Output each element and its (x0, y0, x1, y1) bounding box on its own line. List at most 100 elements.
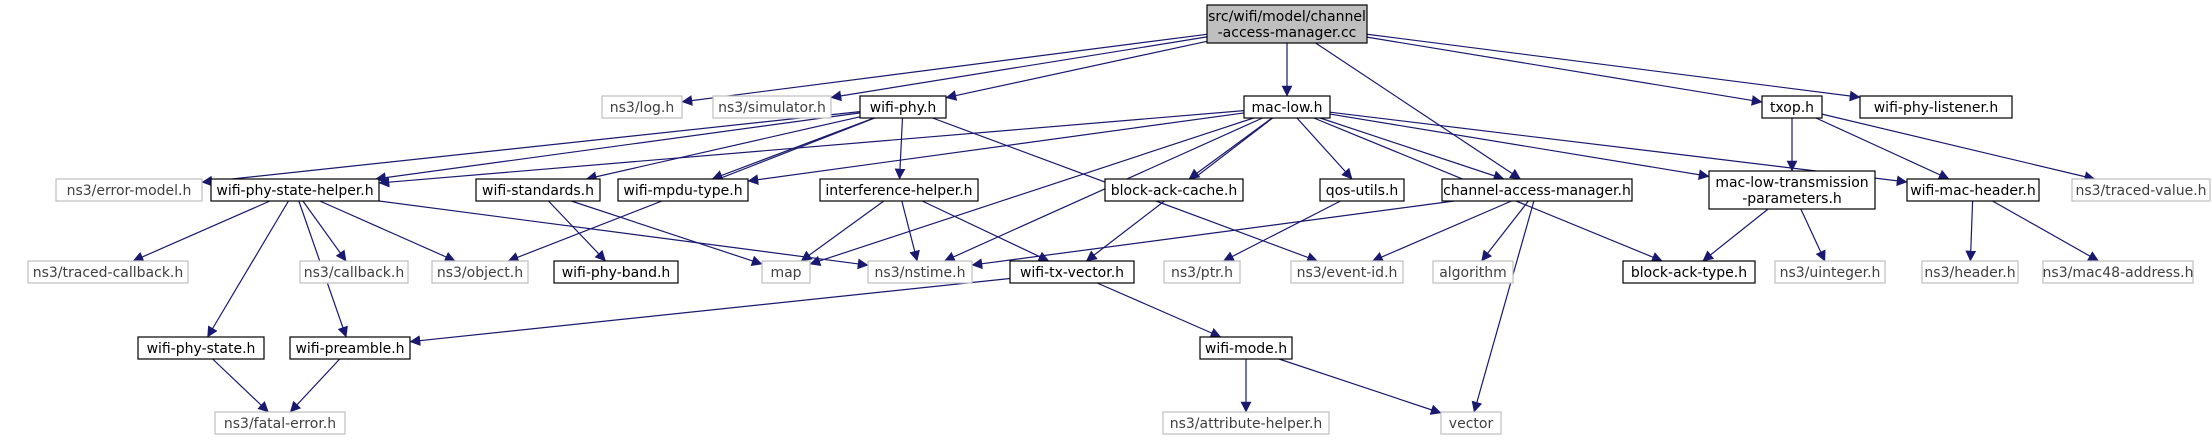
dependency-edge-interference-to-txvector (921, 200, 1050, 262)
graph-node-macheader[interactable]: wifi-mac-header.h (1906, 178, 2040, 202)
graph-node-wifiphy[interactable]: wifi-phy.h (859, 95, 947, 119)
node-box (2042, 260, 2194, 284)
node-box (1761, 95, 1823, 119)
dependency-edge-interference-to-map (800, 200, 885, 262)
dependency-edge-root-to-log (681, 33, 1208, 106)
node-box (137, 336, 265, 360)
dependency-edge-maclow-to-cam (1319, 117, 1505, 181)
dependency-edge-root-to-cam (1315, 42, 1521, 180)
node-box (1622, 260, 1756, 284)
node-label: -access-manager.cc (1218, 25, 1357, 41)
node-box (1774, 260, 1886, 284)
node-label: algorithm (1439, 265, 1507, 281)
node-label: ns3/traced-value.h (2075, 183, 2206, 199)
graph-node-mpdutype[interactable]: wifi-mpdu-type.h (617, 178, 749, 202)
graph-node-txparams[interactable]: mac-low-transmission-parameters.h (1708, 170, 1876, 210)
node-label: wifi-phy-listener.h (1874, 100, 1999, 116)
dependency-edge-cam-to-eventid (1371, 200, 1512, 262)
graph-node-statehelper[interactable]: wifi-phy-state-helper.h (210, 178, 380, 202)
node-box (617, 178, 749, 202)
dependency-edge-txvector-to-preamble (409, 277, 1011, 346)
node-box (1206, 4, 1368, 44)
dependency-edge-wifiphy-to-interference (894, 117, 906, 180)
node-label: interference-helper.h (825, 183, 972, 199)
node-box (1859, 95, 2013, 119)
dependency-edge-txop-to-macheader (1815, 117, 1950, 180)
dependency-edge-maclow-to-map (809, 117, 1254, 267)
dependency-edge-root-to-listener (1366, 33, 1861, 102)
node-box (1440, 411, 1502, 435)
graph-node-wifimode[interactable]: wifi-mode.h (1199, 336, 1293, 360)
dependency-edge-statehelper-to-callback (302, 200, 347, 262)
graph-node-fatalerror: ns3/fatal-error.h (214, 411, 346, 435)
node-label: qos-utils.h (1326, 183, 1399, 199)
graph-node-phystate[interactable]: wifi-phy-state.h (137, 336, 265, 360)
node-label: wifi-phy-state.h (147, 341, 256, 357)
node-box (1319, 178, 1405, 202)
graph-node-ptr: ns3/ptr.h (1163, 260, 1241, 284)
graph-node-blockackcache[interactable]: block-ack-cache.h (1104, 178, 1244, 202)
node-box (1243, 95, 1331, 119)
graph-node-nstime: ns3/nstime.h (867, 260, 973, 284)
node-label: block-ack-type.h (1631, 265, 1747, 281)
node-box (289, 336, 411, 360)
dependency-edge-macheader-to-header (1965, 200, 1977, 262)
node-box (299, 260, 409, 284)
node-label: ns3/callback.h (304, 265, 404, 281)
node-box (761, 260, 811, 284)
node-box (214, 411, 346, 435)
node-label: wifi-tx-vector.h (1020, 265, 1124, 281)
node-label: ns3/error-model.h (67, 183, 192, 199)
dependency-edge-qosutils-to-ptr (1222, 200, 1341, 262)
graph-node-preamble[interactable]: wifi-preamble.h (289, 336, 411, 360)
node-box (55, 178, 203, 202)
dependency-edge-maclow-to-txparams (1329, 113, 1710, 181)
graph-node-qosutils[interactable]: qos-utils.h (1319, 178, 1405, 202)
node-box (553, 260, 679, 284)
node-label: wifi-phy.h (870, 100, 937, 116)
graph-node-map: map (761, 260, 811, 284)
dependency-edge-standards-to-map (571, 200, 763, 266)
node-box (1009, 260, 1135, 284)
node-box (601, 95, 683, 119)
node-box (210, 178, 380, 202)
node-label: map (770, 265, 801, 281)
graph-node-txvector[interactable]: wifi-tx-vector.h (1009, 260, 1135, 284)
node-box (2071, 178, 2211, 202)
graph-node-uinteger: ns3/uinteger.h (1774, 260, 1886, 284)
dependency-edge-statehelper-to-object (319, 200, 456, 262)
dependency-edge-wifiphy-to-errormodel (201, 111, 861, 187)
node-label: wifi-preamble.h (295, 341, 404, 357)
graph-node-blockacktype[interactable]: block-ack-type.h (1622, 260, 1756, 284)
node-label: block-ack-cache.h (1111, 183, 1237, 199)
node-box (1708, 170, 1876, 210)
dependency-edge-txparams-to-uinteger (1800, 208, 1826, 262)
dependency-edge-txparams-to-blockacktype (1702, 208, 1769, 262)
node-box (859, 95, 947, 119)
graph-node-phyband[interactable]: wifi-phy-band.h (553, 260, 679, 284)
node-label: vector (1449, 416, 1494, 432)
node-box (1921, 260, 2019, 284)
node-label: ns3/uinteger.h (1780, 265, 1881, 281)
graph-node-listener[interactable]: wifi-phy-listener.h (1859, 95, 2013, 119)
dependency-edge-wifiphy-to-statehelper (375, 112, 861, 183)
graph-node-standards[interactable]: wifi-standards.h (475, 178, 601, 202)
dependency-edge-macheader-to-mac48 (1992, 200, 2100, 262)
graph-node-mac48: ns3/mac48-address.h (2042, 260, 2194, 284)
node-label: ns3/simulator.h (718, 100, 826, 116)
dependency-edge-maclow-to-macheader (1329, 111, 1908, 187)
graph-node-maclow[interactable]: mac-low.h (1243, 95, 1331, 119)
graph-node-log: ns3/log.h (601, 95, 683, 119)
graph-node-cam[interactable]: channel-access-manager.h (1441, 178, 1633, 202)
node-label: mac-low.h (1252, 100, 1323, 116)
graph-node-tracedcallback: ns3/traced-callback.h (27, 260, 189, 284)
node-label: wifi-phy-state-helper.h (216, 183, 373, 199)
graph-node-interference[interactable]: interference-helper.h (819, 178, 979, 202)
node-box (1906, 178, 2040, 202)
node-label: src/wifi/model/channel (1208, 9, 1366, 25)
graph-node-errormodel: ns3/error-model.h (55, 178, 203, 202)
nodes-layer: src/wifi/model/channel-access-manager.cc… (27, 4, 2211, 435)
graph-node-txop[interactable]: txop.h (1761, 95, 1823, 119)
dependency-edge-wifiphy-to-standards (585, 116, 861, 182)
node-label: wifi-mac-header.h (1910, 183, 2036, 199)
